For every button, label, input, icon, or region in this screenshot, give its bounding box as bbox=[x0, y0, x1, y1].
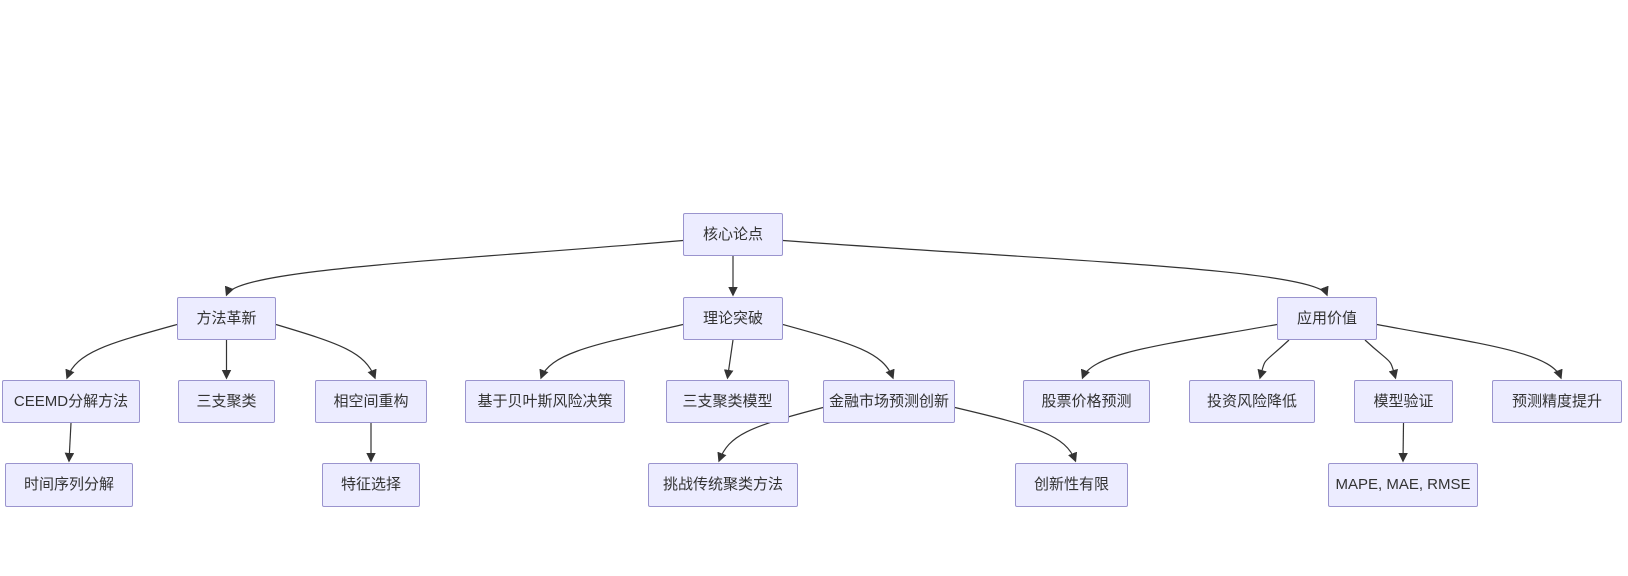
node-phase-space-reconstruction: 相空间重构 bbox=[315, 380, 427, 423]
edge-core-thesis--method-innovation bbox=[225, 239, 684, 297]
node-financial-market-forecast-innovation: 金融市场预测创新 bbox=[823, 380, 955, 423]
node-three-way-clustering: 三支聚类 bbox=[178, 380, 275, 423]
node-mape-mae-rmse: MAPE, MAE, RMSE bbox=[1328, 463, 1478, 507]
node-prediction-accuracy-improvement: 预测精度提升 bbox=[1492, 380, 1622, 423]
node-investment-risk-reduction: 投资风险降低 bbox=[1189, 380, 1315, 423]
edge-core-thesis--application-value bbox=[782, 239, 1329, 297]
node-feature-selection: 特征选择 bbox=[322, 463, 420, 507]
edge-paths bbox=[64, 239, 1563, 463]
edge-application-value--investment-risk-reduction bbox=[1257, 339, 1290, 380]
edge-theory-breakthrough--financial-market-forecast-innovation bbox=[782, 323, 895, 380]
edge-application-value--prediction-accuracy-improvement bbox=[1376, 323, 1563, 380]
node-method-innovation: 方法革新 bbox=[177, 297, 276, 340]
edge-application-value--stock-price-prediction bbox=[1080, 323, 1278, 380]
edge-method-innovation--phase-space-reconstruction bbox=[275, 323, 377, 380]
node-challenge-traditional-clustering: 挑战传统聚类方法 bbox=[648, 463, 798, 507]
node-limited-innovation: 创新性有限 bbox=[1015, 463, 1128, 507]
node-bayesian-risk-decision: 基于贝叶斯风险决策 bbox=[465, 380, 625, 423]
node-theory-breakthrough: 理论突破 bbox=[683, 297, 783, 340]
edge-ceemd-decomposition--time-series-decomposition bbox=[64, 422, 75, 463]
edge-method-innovation--ceemd-decomposition bbox=[65, 323, 178, 380]
node-application-value: 应用价值 bbox=[1277, 297, 1377, 340]
edge-theory-breakthrough--three-way-clustering-model bbox=[723, 339, 734, 380]
edge-model-validation--mape-mae-rmse bbox=[1398, 422, 1408, 463]
node-ceemd-decomposition: CEEMD分解方法 bbox=[2, 380, 140, 423]
edge-theory-breakthrough--bayesian-risk-decision bbox=[539, 323, 684, 380]
node-three-way-clustering-model: 三支聚类模型 bbox=[666, 380, 789, 423]
node-time-series-decomposition: 时间序列分解 bbox=[5, 463, 133, 507]
node-core-thesis: 核心论点 bbox=[683, 213, 783, 256]
node-model-validation: 模型验证 bbox=[1354, 380, 1453, 423]
edge-application-value--model-validation bbox=[1364, 339, 1398, 380]
node-stock-price-prediction: 股票价格预测 bbox=[1023, 380, 1150, 423]
